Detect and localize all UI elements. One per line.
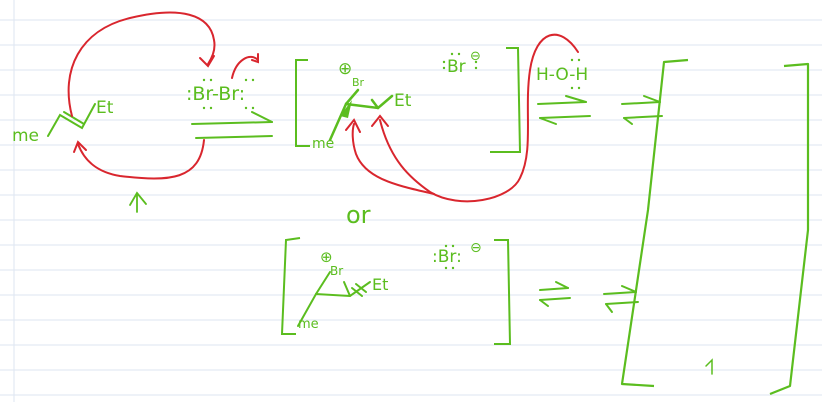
curved-arrow-water-attack-head — [371, 114, 389, 127]
mechanism-arrows — [67, 11, 579, 203]
bromonium-2-left-group: me — [298, 317, 319, 332]
equilibrium-arrow-1 — [537, 95, 591, 125]
alkene-left-group: me — [12, 126, 39, 146]
counter-ion-2: :Br: — [432, 247, 462, 267]
curved-arrow-br-to-carbon — [77, 139, 205, 180]
bromonium-left-group: me — [312, 136, 334, 152]
water-lone-pairs — [570, 58, 581, 90]
curved-arrow-water-attack — [379, 33, 579, 203]
counter-ion-2-charge: ⊖ — [470, 240, 482, 256]
bromonium-2-ring — [297, 271, 371, 327]
bracket-left-1 — [295, 59, 310, 147]
equilibrium-arrow-4 — [603, 285, 639, 313]
counter-ion-1: Br — [447, 57, 466, 77]
counter-ion-1-lone-pairs — [442, 52, 478, 70]
bracket-left-2 — [280, 237, 301, 335]
product-mark — [705, 358, 713, 375]
equilibrium-arrow-3 — [539, 281, 571, 307]
curved-arrow-br-br-bond — [231, 55, 259, 79]
bromonium-right-group: Et — [394, 91, 412, 111]
reaction-arrow-1 — [191, 111, 273, 139]
curved-arrow-second — [351, 123, 435, 195]
bromine-molecule: :Br-Br: — [186, 83, 245, 105]
curved-arrow-br-to-carbon-head — [73, 140, 87, 153]
separator-or: or — [346, 201, 371, 229]
bracket-right-2 — [494, 239, 512, 345]
equilibrium-arrow-2 — [621, 95, 663, 125]
alkene-structure — [47, 103, 96, 137]
bromonium-charge: ⊕ — [338, 59, 352, 79]
curved-arrow-alkene-to-br-head — [199, 55, 215, 68]
bromonium-ring — [328, 88, 394, 142]
product-bracket-right — [769, 62, 810, 396]
bromonium-2-charge: ⊕ — [320, 248, 333, 266]
alkene-right-group: Et — [96, 98, 114, 118]
counter-ion-1-charge: ⊖ — [470, 49, 481, 64]
product-bracket-left — [620, 58, 689, 388]
bromonium-atom: Br — [352, 76, 365, 89]
wedge-bond — [340, 100, 352, 118]
small-mark — [129, 191, 147, 213]
bromonium-2-atom: Br — [330, 264, 343, 278]
ruled-lines — [0, 19, 822, 396]
curved-arrow-alkene-to-br — [67, 11, 216, 117]
bracket-right-1 — [490, 47, 522, 153]
curved-arrow-br-br-bond-head — [251, 53, 259, 64]
bromine-lone-pairs — [202, 78, 255, 110]
counter-ion-2-lone-pairs — [444, 244, 455, 270]
bromonium-2-right-group: Et — [372, 275, 388, 294]
curved-arrow-second-head — [345, 118, 361, 133]
water-molecule: H-O-H — [536, 65, 588, 85]
